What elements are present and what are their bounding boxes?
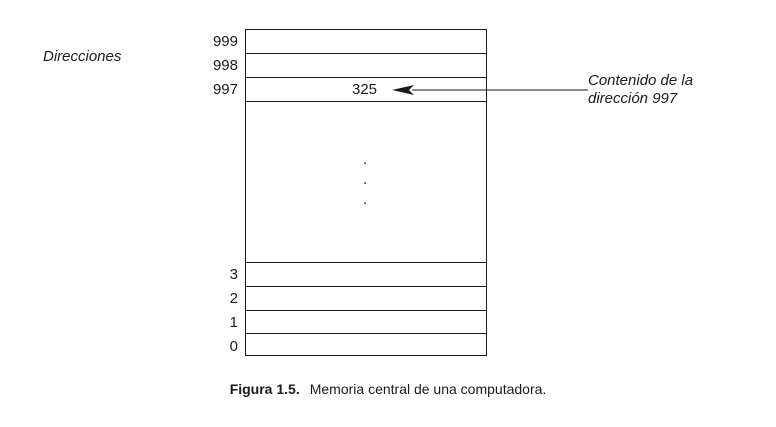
- cell-separator: [245, 101, 487, 102]
- cell-separator: [245, 262, 487, 263]
- ellipsis-dot: .: [363, 191, 368, 208]
- memory-block: [245, 29, 487, 356]
- figure-number: Figura 1.5.: [229, 381, 300, 397]
- address-label-1: 1: [229, 314, 238, 331]
- cell-997-content: 325: [352, 81, 378, 98]
- pointer-arrow: [392, 85, 588, 95]
- address-label-999: 999: [212, 33, 238, 50]
- addresses-label: Direcciones: [43, 48, 122, 65]
- address-label-2: 2: [229, 290, 238, 307]
- address-label-3: 3: [229, 266, 238, 283]
- cell-separator: [245, 333, 487, 334]
- address-label-998: 998: [212, 57, 238, 74]
- callout-line-2: dirección 997: [588, 90, 678, 107]
- address-label-997: 997: [212, 81, 238, 98]
- figure-caption-text: Memoria central de una computadora.: [309, 381, 547, 397]
- callout-line-1: Contenido de la: [588, 72, 694, 89]
- ellipsis-dot: .: [363, 171, 368, 188]
- cell-separator: [245, 53, 487, 54]
- cell-separator: [245, 77, 487, 78]
- callout-text: Contenido de la dirección 997: [588, 72, 693, 108]
- cell-separator: [245, 310, 487, 311]
- figure-caption: Figura 1.5. Memoria central de una comput…: [0, 381, 776, 397]
- address-label-0: 0: [229, 338, 238, 355]
- cell-separator: [245, 286, 487, 287]
- ellipsis-dot: .: [363, 151, 368, 168]
